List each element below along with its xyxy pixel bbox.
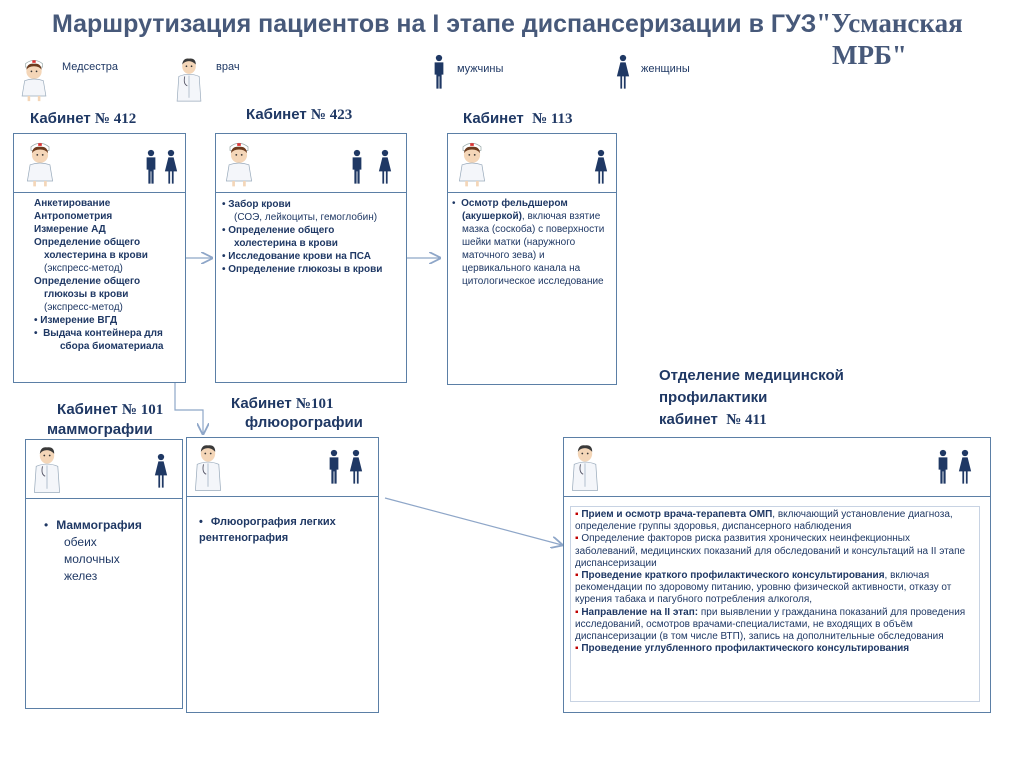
- legend-nurse-label: Медсестра: [62, 61, 118, 73]
- woman-icon: [594, 149, 608, 184]
- man-icon: [938, 449, 948, 484]
- title-main: Маршрутизация пациентов на I этапе диспа…: [52, 10, 817, 38]
- cab101f-subtitle: флюорографии: [245, 414, 363, 431]
- cab113-box: • Осмотр фельдшером (акушеркой), включая…: [447, 133, 617, 385]
- title-org-part1: "Усманская: [816, 8, 963, 38]
- cab412-title: Кабинет № 412: [30, 110, 137, 127]
- woman-icon: [616, 54, 630, 89]
- cab101f-title: Кабинет №101: [231, 395, 334, 412]
- list-item: ▪ Прием и осмотр врача-терапевта ОМП, вк…: [575, 509, 953, 533]
- man-icon: [352, 149, 362, 184]
- cab101m-box: •Маммография обеих молочных желез: [25, 439, 183, 709]
- cab101f-text: •Флюорография легких рентгенография: [199, 516, 336, 544]
- arrow-101-to-411: [384, 497, 562, 545]
- list-item: ▪ Проведение краткого профилактического …: [575, 570, 952, 606]
- cab411-box: ▪ Прием и осмотр врача-терапевта ОМП, вк…: [563, 437, 991, 713]
- page-title: Маршрутизация пациентов на I этапе диспа…: [52, 8, 992, 39]
- list-item: ▪ Направление на II этап: при выявлении …: [575, 606, 966, 643]
- cab101m-text: •Маммография обеих молочных желез: [44, 518, 142, 583]
- cab101m-title: Кабинет № 101: [57, 401, 164, 418]
- legend-men-label: мужчины: [457, 63, 504, 75]
- title-org-part2: МРБ": [832, 40, 907, 70]
- list-item: ▪ Определение факторов риска развития хр…: [575, 533, 966, 569]
- cab113-title: Кабинет № 113: [463, 110, 573, 127]
- doctor-icon: [172, 54, 206, 104]
- list-item: ▪ Проведение углубленного профилактическ…: [575, 643, 910, 655]
- cab412-box: Анкетирование Антропометрия Измерение АД…: [13, 133, 186, 383]
- arrow-412-to-101: [174, 383, 203, 434]
- nurse-icon: [22, 136, 58, 190]
- woman-icon: [164, 149, 178, 184]
- nurse-icon: [17, 53, 51, 105]
- nurse-icon: [454, 136, 490, 190]
- cab411-title: Отделение медицинской профилактики кабин…: [659, 367, 844, 428]
- cab101m-subtitle: маммографии: [47, 421, 153, 438]
- cab423-box: • Забор крови (СОЭ, лейкоциты, гемоглоби…: [215, 133, 407, 383]
- legend-women-label: женщины: [641, 63, 690, 75]
- doctor-icon: [29, 443, 65, 495]
- nurse-icon: [221, 136, 257, 190]
- doctor-icon: [190, 441, 226, 493]
- man-icon: [329, 449, 339, 484]
- man-icon: [434, 54, 444, 89]
- cab423-title: Кабинет № 423: [246, 106, 353, 123]
- woman-icon: [958, 449, 972, 484]
- cab412-list: Анкетирование Антропометрия Измерение АД…: [34, 198, 164, 352]
- doctor-icon: [567, 441, 603, 493]
- woman-icon: [349, 449, 363, 484]
- man-icon: [146, 149, 156, 184]
- cab411-list: ▪ Прием и осмотр врача-терапевта ОМП, вк…: [570, 506, 980, 702]
- woman-icon: [154, 453, 168, 488]
- legend-doctor-label: врач: [216, 61, 240, 73]
- cab113-text: • Осмотр фельдшером (акушеркой), включая…: [452, 198, 605, 287]
- woman-icon: [378, 149, 392, 184]
- cab101f-box: •Флюорография легких рентгенография: [186, 437, 379, 713]
- cab423-list: • Забор крови (СОЭ, лейкоциты, гемоглоби…: [222, 199, 383, 275]
